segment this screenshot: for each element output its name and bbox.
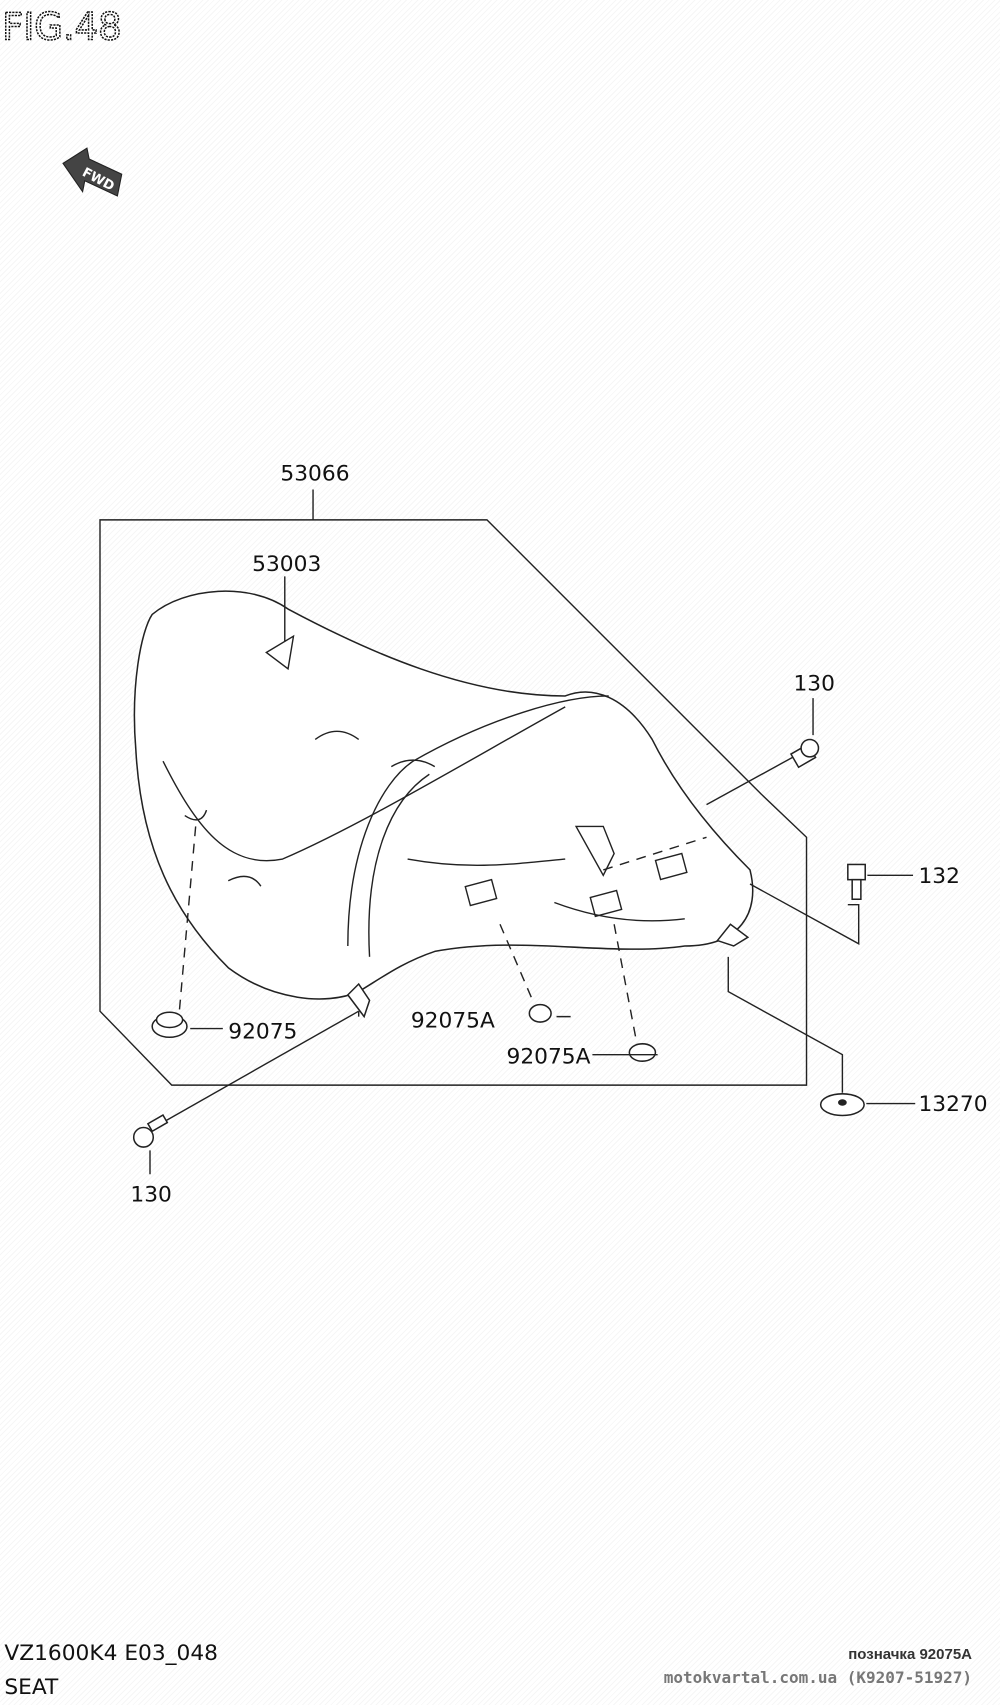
label-130-top: 130 bbox=[793, 672, 834, 697]
footer-model: VZ1600K4 E03_048 bbox=[4, 1641, 218, 1666]
label-92075a-mid: 92075A bbox=[411, 1009, 495, 1034]
label-53003: 53003 bbox=[252, 552, 321, 577]
watermark-site: motokvartal.com.ua (K9207-51927) bbox=[663, 1668, 972, 1687]
label-92075a-right: 92075A bbox=[507, 1044, 591, 1069]
cushion-92075-icon bbox=[151, 1011, 188, 1039]
assembly-frame bbox=[99, 489, 808, 1086]
hook-13270-icon bbox=[819, 1093, 865, 1117]
label-92075: 92075 bbox=[228, 1019, 297, 1044]
footer-name: SEAT bbox=[4, 1675, 59, 1700]
figure-title: FIG.48 bbox=[2, 5, 122, 48]
watermark-note: позначка 92075A bbox=[848, 1646, 972, 1663]
label-132: 132 bbox=[918, 864, 959, 889]
cushion-92075a-mid-icon bbox=[528, 1003, 552, 1023]
seat-drawing bbox=[133, 590, 754, 1019]
bolt-130-top-icon bbox=[789, 738, 820, 769]
cushion-92075a-right-icon bbox=[628, 1043, 657, 1062]
fwd-arrow-icon: FWD bbox=[62, 147, 123, 197]
label-13270: 13270 bbox=[918, 1092, 987, 1117]
bolt-130-bottom-icon bbox=[132, 1113, 169, 1148]
bolt-132-icon bbox=[847, 863, 866, 900]
label-130-bottom: 130 bbox=[130, 1182, 171, 1207]
label-53066: 53066 bbox=[280, 462, 349, 487]
